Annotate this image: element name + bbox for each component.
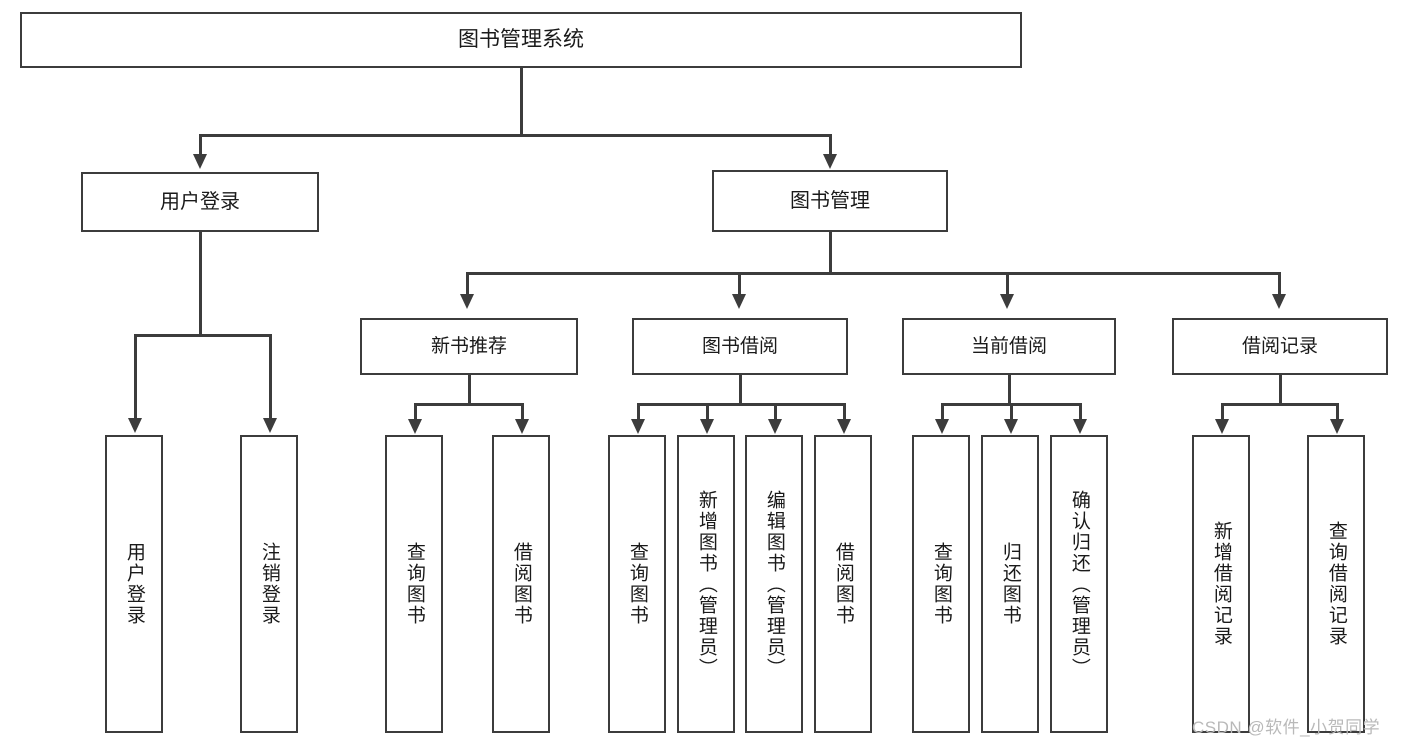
connector-br-to-leaf-1: [1221, 403, 1224, 421]
node-label: 当前借阅: [970, 335, 1047, 357]
node-label: 查询图书: [930, 542, 952, 626]
connector-new-book-bus: [414, 403, 524, 406]
node-book-borrow[interactable]: 图书借阅: [632, 318, 848, 375]
node-label: 编辑图书（管理员）: [763, 489, 785, 679]
connector-bm-to-book-borrow: [738, 272, 741, 296]
watermark-text: CSDN @软件_小贺同学: [1192, 718, 1381, 737]
arrowhead-bb-leaf-3: [768, 419, 782, 434]
connector-bb-to-leaf-2: [706, 403, 709, 421]
leaf-bb-edit-book-admin[interactable]: 编辑图书（管理员）: [745, 435, 803, 733]
node-label: 新增图书（管理员）: [695, 489, 717, 679]
connector-user-login-to-leaf-1: [134, 334, 137, 420]
connector-borrow-record-bus: [1221, 403, 1339, 406]
connector-bm-to-new-book: [466, 272, 469, 296]
connector-root-to-user-login: [199, 134, 202, 156]
connector-book-management-bus: [466, 272, 1278, 275]
node-label: 注销登录: [258, 542, 280, 626]
connector-bb-to-leaf-3: [774, 403, 777, 421]
node-label: 图书借阅: [701, 335, 778, 357]
connector-cb-to-leaf-3: [1079, 403, 1082, 421]
arrowhead-cb-leaf-1: [935, 419, 949, 434]
connector-nb-to-leaf-1: [414, 403, 417, 421]
node-label: 查询图书: [403, 542, 425, 626]
connector-user-login-to-leaf-2: [269, 334, 272, 420]
leaf-user-login[interactable]: 用户登录: [105, 435, 163, 733]
arrowhead-borrow-record: [1272, 294, 1286, 309]
connector-book-borrow-bus: [637, 403, 845, 406]
leaf-br-add-record[interactable]: 新增借阅记录: [1192, 435, 1250, 733]
node-borrow-record[interactable]: 借阅记录: [1172, 318, 1388, 375]
leaf-nb-borrow-book[interactable]: 借阅图书: [492, 435, 550, 733]
node-new-book-recommend[interactable]: 新书推荐: [360, 318, 578, 375]
arrowhead-br-leaf-2: [1330, 419, 1344, 434]
connector-user-login-stem: [199, 232, 202, 336]
leaf-bb-query-book[interactable]: 查询图书: [608, 435, 666, 733]
arrowhead-current-borrow: [1000, 294, 1014, 309]
leaf-cb-query-book[interactable]: 查询图书: [912, 435, 970, 733]
arrowhead-new-book-recommend: [460, 294, 474, 309]
arrowhead-br-leaf-1: [1215, 419, 1229, 434]
connector-bm-to-current-borrow: [1006, 272, 1009, 296]
node-label: 图书管理系统: [458, 27, 584, 51]
node-label: 借阅记录: [1241, 335, 1318, 357]
leaf-nb-query-book[interactable]: 查询图书: [385, 435, 443, 733]
arrowhead-nb-leaf-2: [515, 419, 529, 434]
arrowhead-user-login: [193, 154, 207, 169]
arrowhead-book-management: [823, 154, 837, 169]
leaf-cb-return-book[interactable]: 归还图书: [981, 435, 1039, 733]
connector-nb-to-leaf-2: [521, 403, 524, 421]
connector-bb-to-leaf-4: [843, 403, 846, 421]
node-root-book-management-system[interactable]: 图书管理系统: [20, 12, 1022, 68]
leaf-logout[interactable]: 注销登录: [240, 435, 298, 733]
connector-user-login-bus: [134, 334, 271, 337]
node-label: 归还图书: [999, 542, 1021, 626]
leaf-cb-confirm-return-admin[interactable]: 确认归还（管理员）: [1050, 435, 1108, 733]
connector-root-to-book-management: [829, 134, 832, 156]
connector-new-book-stem: [468, 375, 471, 405]
connector-current-borrow-stem: [1008, 375, 1011, 405]
arrowhead-bb-leaf-1: [631, 419, 645, 434]
node-label: 新书推荐: [430, 335, 507, 357]
node-label: 新增借阅记录: [1210, 521, 1232, 647]
node-label: 图书管理: [790, 189, 870, 212]
node-book-management[interactable]: 图书管理: [712, 170, 948, 232]
connector-book-borrow-stem: [739, 375, 742, 405]
node-label: 查询借阅记录: [1325, 521, 1347, 647]
leaf-bb-add-book-admin[interactable]: 新增图书（管理员）: [677, 435, 735, 733]
arrowhead-book-borrow: [732, 294, 746, 309]
node-label: 借阅图书: [832, 542, 854, 626]
connector-borrow-record-stem: [1279, 375, 1282, 405]
arrowhead-leaf-user-login: [128, 418, 142, 433]
leaf-bb-borrow-book[interactable]: 借阅图书: [814, 435, 872, 733]
connector-root-stem: [520, 68, 523, 136]
arrowhead-cb-leaf-3: [1073, 419, 1087, 434]
connector-bm-to-borrow-record: [1278, 272, 1281, 296]
arrowhead-leaf-logout: [263, 418, 277, 433]
arrowhead-bb-leaf-2: [700, 419, 714, 434]
leaf-br-query-record[interactable]: 查询借阅记录: [1307, 435, 1365, 733]
arrowhead-nb-leaf-1: [408, 419, 422, 434]
node-label: 确认归还（管理员）: [1068, 489, 1090, 679]
connector-br-to-leaf-2: [1336, 403, 1339, 421]
node-label: 用户登录: [123, 542, 145, 626]
node-label: 查询图书: [626, 542, 648, 626]
node-user-login[interactable]: 用户登录: [81, 172, 319, 232]
arrowhead-bb-leaf-4: [837, 419, 851, 434]
connector-book-management-stem: [829, 232, 832, 274]
connector-cb-to-leaf-1: [941, 403, 944, 421]
connector-cb-to-leaf-2: [1010, 403, 1013, 421]
connector-root-bus: [199, 134, 831, 137]
node-label: 借阅图书: [510, 542, 532, 626]
node-current-borrow[interactable]: 当前借阅: [902, 318, 1116, 375]
node-label: 用户登录: [160, 190, 240, 213]
arrowhead-cb-leaf-2: [1004, 419, 1018, 434]
connector-bb-to-leaf-1: [637, 403, 640, 421]
